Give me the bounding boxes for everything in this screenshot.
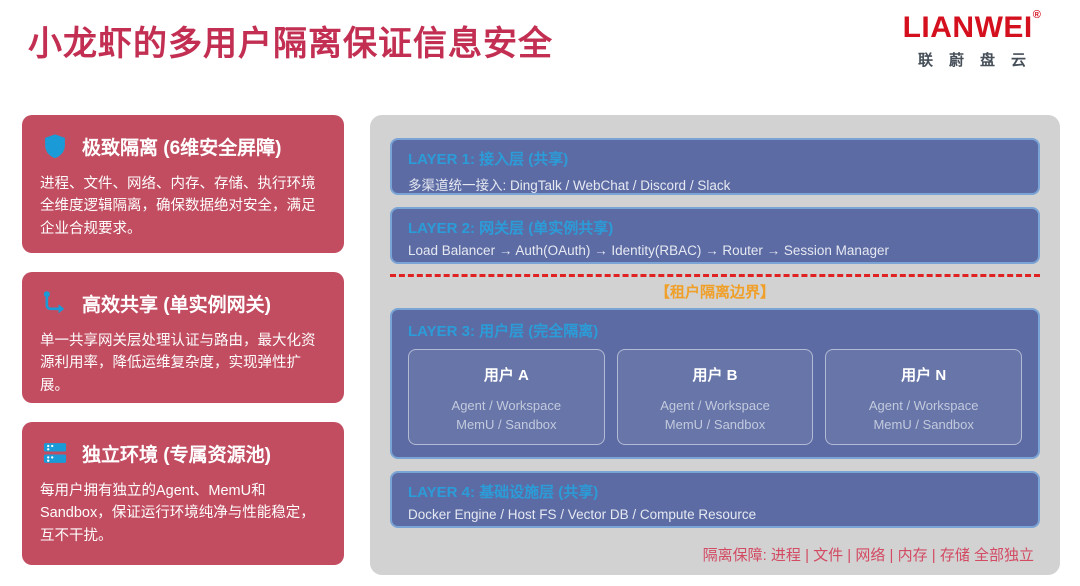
layer2-heading: LAYER 2: 网关层 (单实例共享) [408,220,614,237]
user-resources: MemU / Sandbox [664,416,766,432]
user-card-n: 用户 N Agent / Workspace MemU / Sandbox [825,349,1023,445]
layer2-gateway-box: LAYER 2: 网关层 (单实例共享) Load Balancer → Aut… [390,207,1040,264]
tenant-isolation-boundary: 【租户隔离边界】 [390,264,1040,308]
layer3-user-box: LAYER 3: 用户层 (完全隔离) 用户 A Agent / Workspa… [390,308,1040,459]
registered-trademark-icon: ® [1032,9,1042,21]
user-card-b: 用户 B Agent / Workspace MemU / Sandbox [616,349,814,445]
isolation-guarantee-footnote: 隔离保障: 进程 | 文件 | 网络 | 内存 | 存储 全部独立 [702,547,1034,564]
user-name: 用户 N [901,367,947,384]
architecture-panel: LAYER 1: 接入层 (共享) 多渠道统一接入: DingTalk / We… [370,115,1060,575]
feature-title: 独立环境 (专属资源池) [82,444,271,466]
layer1-access-box: LAYER 1: 接入层 (共享) 多渠道统一接入: DingTalk / We… [390,138,1040,195]
user-resources: MemU / Sandbox [873,416,974,432]
user-name: 用户 B [692,367,738,384]
user-resources: MemU / Sandbox [456,416,557,432]
user-resources: Agent / Workspace [660,398,770,413]
layer4-body: Docker Engine / Host FS / Vector DB / Co… [408,507,757,522]
server-stack-icon [40,438,70,468]
feature-title: 高效共享 (单实例网关) [82,294,271,316]
layer1-body: 多渠道统一接入: DingTalk / WebChat / Discord / … [408,178,731,193]
user-resources: Agent / Workspace [868,398,979,413]
layer4-infrastructure-box: LAYER 4: 基础设施层 (共享) Docker Engine / Host… [390,471,1040,528]
user-resources: Agent / Workspace [451,398,562,413]
feature-body: 单一共享网关层处理认证与路由，最大化资源利用率，降低运维复杂度，实现弹性扩展。 [40,333,316,394]
logo-brand-text: LIANWEI® [902,9,1042,44]
feature-body: 每用户拥有独立的Agent、MemU和Sandbox，保证运行环境纯净与性能稳定… [40,483,315,544]
boundary-dashed-line [390,274,1040,277]
feature-card-list: 极致隔离 (6维安全屏障) 进程、文件、网络、内存、存储、执行环境全维度逻辑隔离… [22,115,344,565]
layer1-heading: LAYER 1: 接入层 (共享) [408,151,569,168]
feature-card-isolation: 极致隔离 (6维安全屏障) 进程、文件、网络、内存、存储、执行环境全维度逻辑隔离… [22,115,344,253]
layer4-heading: LAYER 4: 基础设施层 (共享) [408,484,599,501]
feature-body: 进程、文件、网络、内存、存储、执行环境全维度逻辑隔离，确保数据绝对安全，满足企业… [40,176,316,237]
company-logo: LIANWEI® 联蔚盘云 [892,9,1052,70]
user-card-a: 用户 A Agent / Workspace MemU / Sandbox [408,349,605,445]
boundary-label: 【租户隔离边界】 [654,284,775,301]
user-card-row: 用户 A Agent / Workspace MemU / Sandbox 用户… [408,349,1023,445]
layer3-heading: LAYER 3: 用户层 (完全隔离) [408,323,599,340]
layer2-body: Load Balancer → Auth(OAuth) → Identity(R… [408,243,889,258]
feature-title: 极致隔离 (6维安全屏障) [82,137,282,159]
feature-card-environment: 独立环境 (专属资源池) 每用户拥有独立的Agent、MemU和Sandbox，… [22,422,344,565]
feature-card-sharing: 高效共享 (单实例网关) 单一共享网关层处理认证与路由，最大化资源利用率，降低运… [22,272,344,403]
user-name: 用户 A [483,367,529,384]
logo-subtext: 联蔚盘云 [917,51,1042,69]
page-title: 小龙虾的多用户隔离保证信息安全 [28,25,553,63]
route-arrow-icon [40,288,70,318]
shield-icon [40,131,70,161]
